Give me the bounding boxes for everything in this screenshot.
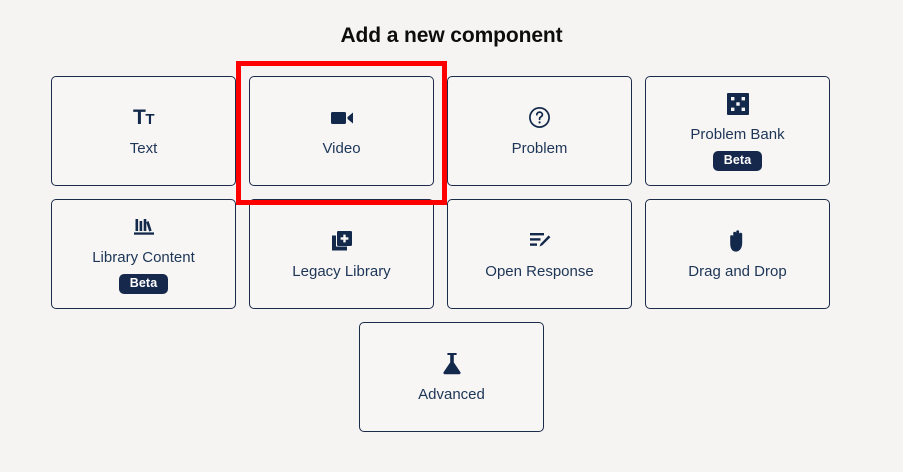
hand-icon bbox=[727, 228, 748, 254]
component-row-2: Library Content Beta Legacy Library bbox=[51, 199, 852, 309]
component-card-advanced[interactable]: Advanced bbox=[359, 322, 544, 432]
library-books-icon bbox=[133, 214, 155, 240]
component-row-1: TT Text Video Problem bbox=[51, 76, 852, 186]
card-label: Open Response bbox=[485, 262, 594, 280]
component-card-video[interactable]: Video bbox=[249, 76, 434, 186]
lines-pencil-icon bbox=[528, 228, 552, 254]
card-label: Problem bbox=[511, 139, 568, 157]
component-row-3: Advanced bbox=[51, 322, 852, 432]
card-label: Text bbox=[129, 139, 158, 157]
copy-plus-icon bbox=[331, 228, 353, 254]
video-camera-icon bbox=[330, 105, 354, 131]
question-circle-icon bbox=[528, 105, 551, 131]
status-badge: Beta bbox=[712, 150, 763, 172]
flask-icon bbox=[442, 351, 462, 377]
page-title: Add a new component bbox=[340, 24, 563, 47]
component-card-problem-bank[interactable]: Problem Bank Beta bbox=[645, 76, 830, 186]
card-label: Video bbox=[322, 139, 361, 157]
component-card-problem[interactable]: Problem bbox=[447, 76, 632, 186]
component-card-drag-and-drop[interactable]: Drag and Drop bbox=[645, 199, 830, 309]
card-label: Library Content bbox=[92, 248, 195, 266]
dice-icon bbox=[726, 91, 749, 117]
text-icon: TT bbox=[133, 106, 154, 129]
card-label: Problem Bank bbox=[690, 125, 785, 143]
component-card-legacy-library[interactable]: Legacy Library bbox=[249, 199, 434, 309]
status-badge: Beta bbox=[118, 273, 169, 295]
card-label: Advanced bbox=[418, 385, 485, 403]
component-card-text[interactable]: TT Text bbox=[51, 76, 236, 186]
card-label: Drag and Drop bbox=[688, 262, 787, 280]
component-card-open-response[interactable]: Open Response bbox=[447, 199, 632, 309]
component-grid: TT Text Video Problem bbox=[51, 76, 852, 445]
component-card-library-content[interactable]: Library Content Beta bbox=[51, 199, 236, 309]
card-label: Legacy Library bbox=[292, 262, 391, 280]
